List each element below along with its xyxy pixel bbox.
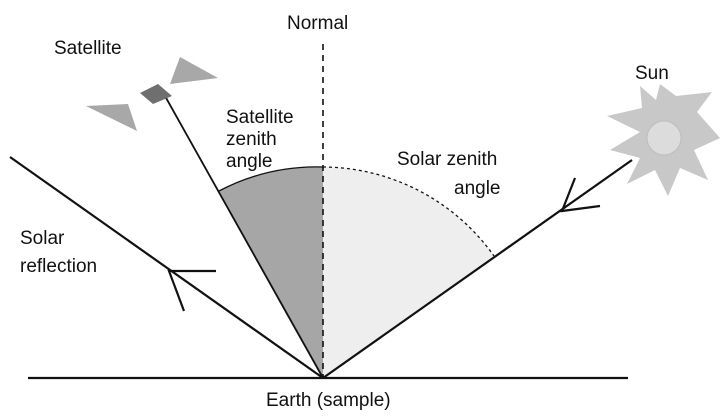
sun-label: Sun bbox=[635, 63, 669, 84]
satellite-zenith-angle-label-line2: zenith bbox=[226, 129, 277, 150]
reflection-ray-arrowhead bbox=[167, 269, 216, 312]
satellite-zenith-angle-label-line3: angle bbox=[226, 151, 273, 172]
incident-solar-ray bbox=[322, 159, 633, 379]
solar-reflection-label-line1: Solar bbox=[20, 228, 65, 249]
solar-reflection-label-line2: reflection bbox=[20, 256, 98, 277]
sun-icon bbox=[607, 84, 720, 196]
satellite-view-line bbox=[164, 95, 324, 379]
satellite-icon bbox=[86, 57, 218, 131]
satellite-zenith-angle-label-line1: Satellite bbox=[226, 107, 294, 128]
solar-zenith-angle-label-line1: Solar zenith bbox=[397, 149, 498, 170]
satellite-label: Satellite bbox=[54, 38, 122, 59]
satellite-zenith-angle-wedge bbox=[219, 166, 323, 378]
earth-sample-label: Earth (sample) bbox=[266, 390, 391, 411]
reflected-solar-ray bbox=[9, 156, 324, 379]
satellite-zenith-angle-arc bbox=[218, 166, 324, 192]
incident-ray-arrowhead bbox=[560, 177, 601, 213]
solar-zenith-angle-arc bbox=[322, 166, 495, 257]
normal-label: Normal bbox=[287, 13, 349, 34]
solar-zenith-angle-wedge bbox=[323, 167, 494, 378]
solar-zenith-angle-label-line2: angle bbox=[454, 178, 501, 199]
